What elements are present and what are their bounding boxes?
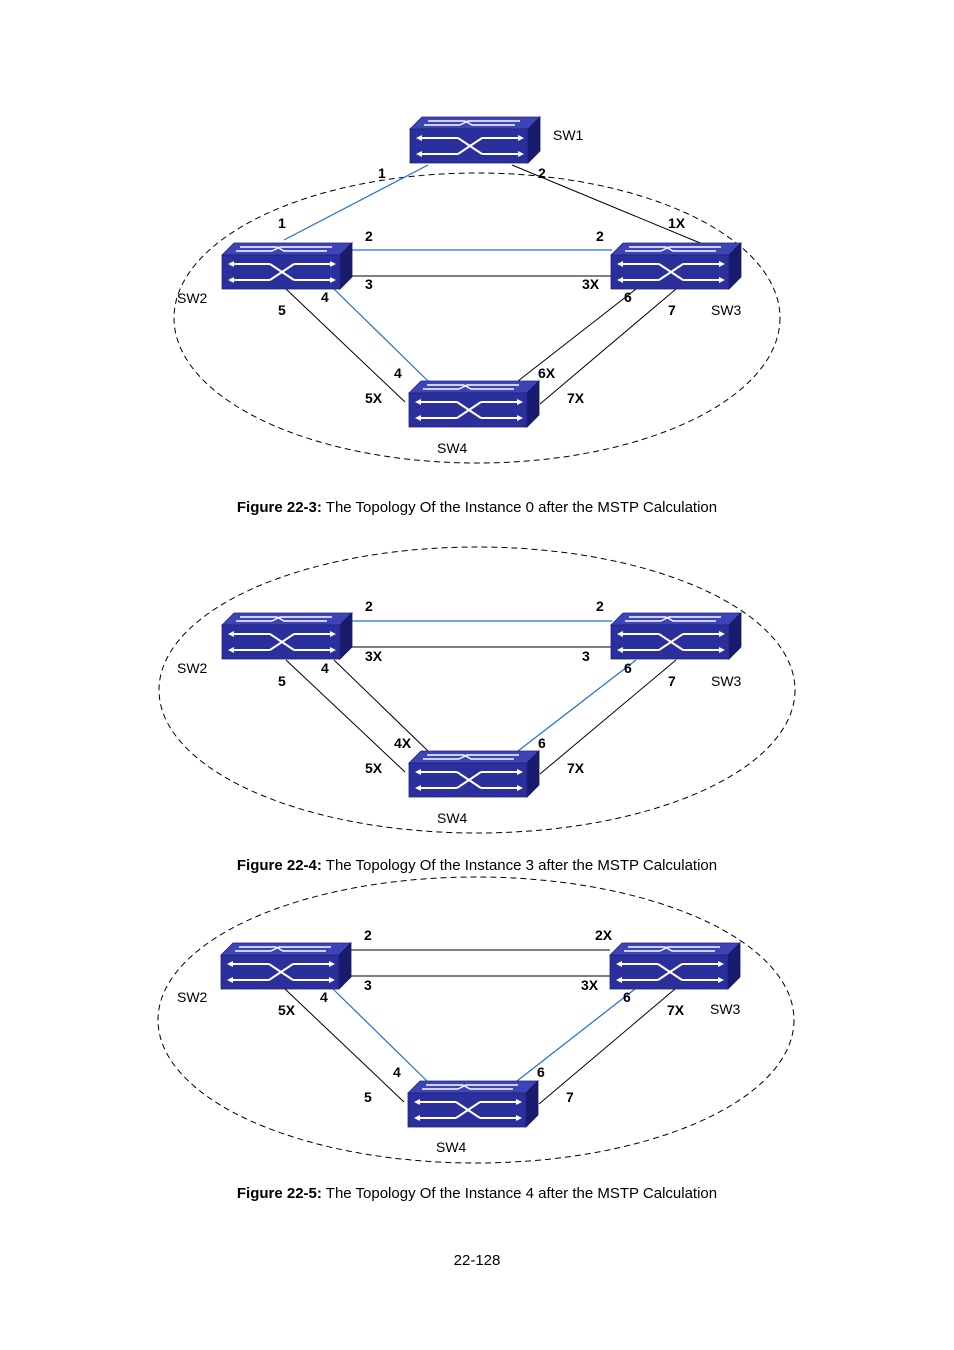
switch-label: SW3 — [710, 1001, 741, 1017]
port-label: 2 — [365, 228, 373, 244]
port-label: 7X — [567, 760, 585, 776]
region-boundary — [158, 546, 796, 834]
switch-label: SW4 — [436, 1139, 467, 1155]
port-label: 3X — [582, 276, 600, 292]
port-label: 1 — [278, 215, 286, 231]
port-label: 7X — [567, 390, 585, 406]
region-boundary — [157, 876, 795, 1164]
port-label: 2 — [596, 598, 604, 614]
port-label: 4 — [394, 365, 402, 381]
switch-label: SW3 — [711, 302, 742, 318]
port-label: 3X — [581, 977, 599, 993]
port-label: 7 — [566, 1089, 574, 1105]
switch-label: SW3 — [711, 673, 742, 689]
port-label: 1X — [668, 215, 686, 231]
figure-caption-label: Figure 22-3: — [236, 499, 322, 516]
switch-label: SW4 — [437, 440, 468, 456]
switch-label: SW4 — [437, 810, 468, 826]
switch-sw4 — [407, 1080, 539, 1128]
port-label: 3X — [365, 648, 383, 664]
port-label: 1 — [378, 165, 386, 181]
link-sw2-sw4-b — [285, 659, 406, 773]
port-label: 5X — [365, 760, 383, 776]
port-label: 4X — [394, 735, 412, 751]
switch-sw4 — [408, 750, 540, 798]
port-label: 3 — [365, 276, 373, 292]
port-label: 7 — [668, 673, 676, 689]
port-label: 6 — [623, 989, 631, 1005]
port-label: 7X — [667, 1002, 685, 1018]
port-label: 6 — [538, 735, 546, 751]
link-sw3-sw4-a — [517, 659, 637, 752]
port-label: 5X — [365, 390, 383, 406]
port-label: 4 — [320, 989, 328, 1005]
switch-label: SW2 — [177, 989, 208, 1005]
figure-caption: Figure 22-4: The Topology Of the Instanc… — [0, 857, 954, 874]
port-label: 6 — [537, 1064, 545, 1080]
link-sw2-sw4-b — [284, 988, 405, 1103]
port-label: 2 — [538, 165, 546, 181]
link-sw2-sw4-b — [285, 288, 406, 403]
switch-sw1 — [409, 116, 541, 164]
link-sw1-sw3 — [511, 164, 706, 246]
switch-label: SW2 — [177, 660, 208, 676]
port-label: 5 — [278, 302, 286, 318]
port-label: 2 — [364, 927, 372, 943]
link-sw3-sw4-a — [517, 288, 637, 382]
figure-caption-text: The Topology Of the Instance 3 after the… — [321, 857, 718, 874]
link-sw2-sw4-a — [332, 988, 428, 1082]
link-sw3-sw4-b — [539, 288, 677, 405]
link-sw3-sw4-b — [538, 988, 676, 1105]
figure-caption-label: Figure 22-5: — [236, 1185, 322, 1202]
port-label: 5 — [364, 1089, 372, 1105]
switch-label: SW1 — [553, 127, 584, 143]
figure-instance-3: SW2 SW3 SW4 2 2 4 3X 3 6 5 7 4X 6 5X 7X — [158, 546, 796, 834]
port-label: 2 — [596, 228, 604, 244]
switch-sw2 — [220, 942, 352, 990]
port-label: 2X — [595, 927, 613, 943]
figure-caption-text: The Topology Of the Instance 4 after the… — [321, 1185, 718, 1202]
switch-sw4 — [408, 380, 540, 428]
switch-label: SW2 — [177, 290, 208, 306]
figure-caption-text: The Topology Of the Instance 0 after the… — [321, 499, 718, 516]
port-label: 4 — [393, 1064, 401, 1080]
figure-caption: Figure 22-5: The Topology Of the Instanc… — [0, 1185, 954, 1202]
link-sw2-sw4-a — [333, 659, 429, 752]
port-label: 6X — [538, 365, 556, 381]
region-boundary — [173, 172, 781, 464]
link-sw3-sw4-b — [539, 659, 677, 775]
port-label: 3 — [364, 977, 372, 993]
port-label: 5 — [278, 673, 286, 689]
switch-sw3 — [610, 242, 742, 290]
figure-caption-label: Figure 22-4: — [236, 857, 322, 874]
figure-instance-0: SW1 SW2 SW3 SW4 1 2 1 1X 2 2 4 3 3X 6 5 … — [173, 116, 781, 464]
port-label: 2 — [365, 598, 373, 614]
port-label: 4 — [321, 660, 329, 676]
port-label: 5X — [278, 1002, 296, 1018]
link-sw2-sw4-a — [333, 288, 429, 382]
port-label: 4 — [321, 289, 329, 305]
switch-sw2 — [221, 242, 353, 290]
figure-instance-4: SW2 SW3 SW4 2 2X 4 3 3X 6 5X 7X 4 6 5 7 — [157, 876, 795, 1164]
figure-caption: Figure 22-3: The Topology Of the Instanc… — [0, 499, 954, 516]
page-number: 22-128 — [453, 1252, 501, 1269]
port-label: 3 — [582, 648, 590, 664]
link-sw1-sw2 — [283, 164, 429, 241]
switch-sw3 — [610, 612, 742, 660]
switch-sw2 — [221, 612, 353, 660]
port-label: 6 — [624, 289, 632, 305]
port-label: 7 — [668, 302, 676, 318]
link-sw3-sw4-a — [516, 988, 636, 1082]
port-label: 6 — [624, 660, 632, 676]
switch-sw3 — [609, 942, 741, 990]
